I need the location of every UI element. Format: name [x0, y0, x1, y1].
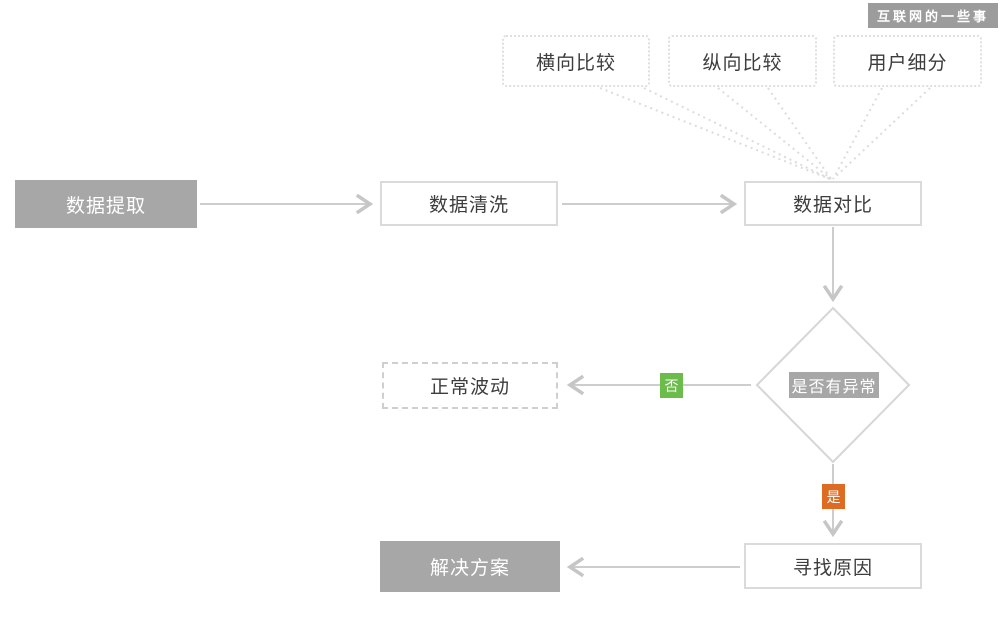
node-solution: 解决方案	[380, 541, 560, 592]
node-data-extraction: 数据提取	[15, 180, 197, 228]
edge-label-yes: 是	[822, 484, 845, 509]
edge-label-no: 否	[660, 373, 683, 398]
bubble-horizontal-compare: 横向比较	[502, 35, 650, 87]
node-normal-fluctuation: 正常波动	[382, 362, 558, 409]
bubble-user-segmentation: 用户细分	[833, 35, 982, 87]
watermark-badge: 互联网的一些事	[868, 3, 998, 28]
funnel-dotted-lines	[599, 87, 931, 180]
bubble-vertical-compare: 纵向比较	[668, 35, 817, 87]
node-data-comparison: 数据对比	[744, 181, 922, 226]
node-data-cleaning: 数据清洗	[380, 181, 558, 226]
node-find-cause: 寻找原因	[744, 543, 922, 589]
node-decision-anomaly-label: 是否有异常	[789, 372, 879, 398]
